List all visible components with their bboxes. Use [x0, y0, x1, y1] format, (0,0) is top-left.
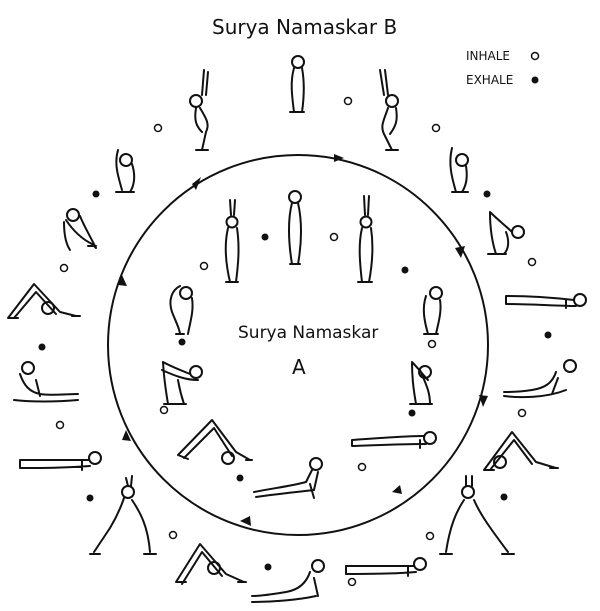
legend-exhale-label: EXHALE — [466, 73, 513, 87]
pose-b-chair-left — [189, 69, 209, 151]
pose-a-plank — [351, 431, 437, 449]
breath-dot-exhale — [408, 409, 416, 417]
pose-a-half-lift-left — [169, 285, 194, 335]
pose-a-half-lift-right — [422, 286, 443, 335]
pose-b-warrior-right — [439, 475, 515, 555]
breath-dot-exhale — [500, 493, 508, 501]
breath-dot-exhale — [92, 190, 100, 198]
pose-b-downward-dog-left — [7, 283, 81, 319]
title-surya-namaskar-b: Surya Namaskar B — [212, 15, 397, 39]
pose-b-half-lift-right — [487, 211, 525, 255]
breath-dot-inhale — [425, 531, 435, 541]
cycle-arrow-lower-left — [122, 430, 131, 441]
pose-b-upward-dog-left — [13, 361, 79, 403]
breath-dot-inhale — [59, 263, 69, 273]
cycle-arrow-bottom — [240, 516, 251, 526]
breath-dot-inhale — [517, 408, 527, 418]
pose-b-plank-right — [505, 293, 587, 309]
pose-b-chair-right — [379, 69, 399, 151]
pose-a-arms-up-right — [357, 195, 374, 283]
legend-inhale-marker — [530, 51, 540, 61]
pose-a-upward-dog — [253, 457, 323, 499]
title-surya-namaskar-a: Surya Namaskar — [238, 323, 378, 343]
breath-dot-inhale — [343, 96, 353, 106]
pose-b-forward-fold-left — [115, 149, 136, 193]
pose-b-half-lift-left — [63, 208, 97, 251]
breath-dot-exhale — [261, 233, 269, 241]
breath-dot-exhale — [236, 474, 244, 482]
breath-dot-inhale — [329, 232, 339, 242]
breath-dot-exhale — [38, 343, 46, 351]
breath-dot-exhale — [401, 266, 409, 274]
breath-dot-inhale — [431, 123, 441, 133]
breath-dot-exhale — [483, 190, 491, 198]
pose-b-warrior-left — [89, 475, 157, 555]
breath-dot-exhale — [264, 563, 272, 571]
cycle-arrow-lower-right — [392, 485, 402, 494]
cycle-arrow-upper-right — [455, 246, 465, 258]
cycle-circle — [107, 154, 489, 536]
pose-a-standing — [288, 190, 302, 265]
pose-a-arms-up-left — [224, 199, 240, 283]
pose-b-forward-fold-right — [449, 147, 469, 193]
pose-a-downward-dog — [177, 419, 253, 465]
pose-b-upward-dog-bottom — [251, 559, 325, 603]
title-a-letter: A — [292, 355, 306, 379]
pose-b-plank-bottom — [345, 557, 427, 577]
breath-dot-inhale — [55, 420, 65, 430]
breath-dot-inhale — [168, 530, 178, 540]
breath-dot-inhale — [357, 462, 367, 472]
breath-dot-inhale — [347, 577, 357, 587]
cycle-arrow-top — [334, 154, 344, 162]
pose-b-downward-dog-bottom — [175, 543, 247, 585]
breath-dot-inhale — [527, 257, 537, 267]
breath-dot-exhale — [86, 494, 94, 502]
pose-b-downward-dog-right — [483, 431, 559, 471]
legend: INHALE EXHALE — [466, 49, 540, 87]
legend-inhale-label: INHALE — [466, 49, 510, 63]
breath-dot-inhale — [199, 261, 209, 271]
breath-dot-exhale — [178, 338, 186, 346]
cycle-arrow-left — [118, 275, 127, 286]
breath-dot-exhale — [544, 331, 552, 339]
cycle-a-ring — [107, 154, 489, 536]
pose-a-forward-fold-right — [409, 361, 433, 405]
cycle-arrow-upper-left — [192, 177, 201, 190]
pose-b-plank-left — [19, 451, 102, 471]
pose-b-standing-top — [289, 55, 305, 113]
pose-b-upward-dog-right — [503, 359, 577, 399]
breath-dot-inhale — [153, 123, 163, 133]
breath-dot-inhale — [427, 339, 437, 349]
cycle-arrow-right — [479, 395, 488, 407]
legend-exhale-marker — [531, 76, 539, 84]
pose-a-forward-fold-left — [161, 361, 203, 405]
breath-dot-inhale — [159, 405, 169, 415]
